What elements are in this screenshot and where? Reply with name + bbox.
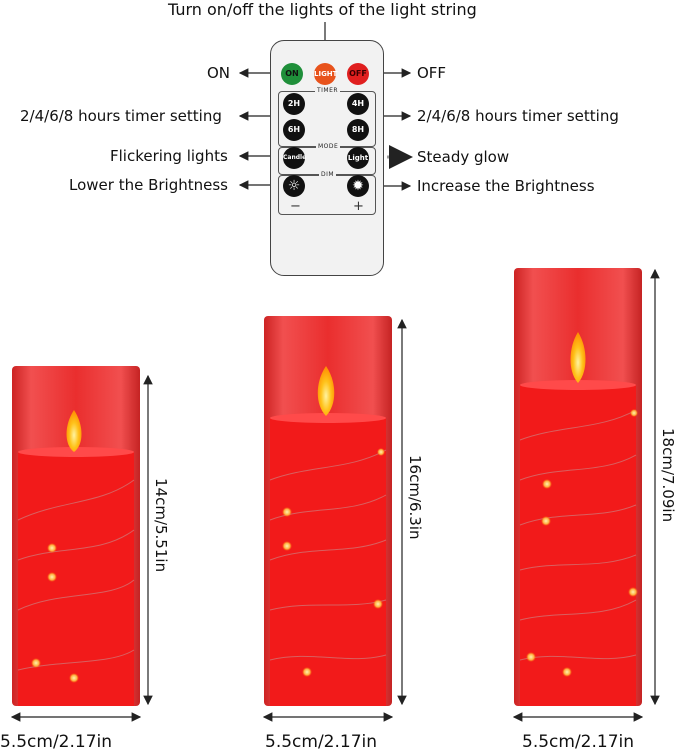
timer-4h-button[interactable]: 4H xyxy=(347,93,369,115)
candle-small-height: 14cm/5.51in xyxy=(152,478,170,573)
light-string-callout: Turn on/off the lights of the light stri… xyxy=(168,0,477,19)
timer-8h-button[interactable]: 8H xyxy=(347,119,369,141)
candle-mode-button[interactable]: Candle xyxy=(283,147,306,169)
minus-symbol: − xyxy=(290,199,301,214)
timer-section-title: TIMER xyxy=(315,87,341,94)
steady-callout: Steady glow xyxy=(417,148,510,166)
timer-callout-right: 2/4/6/8 hours timer setting xyxy=(417,107,619,125)
candle-large-width: 5.5cm/2.17in xyxy=(522,732,635,752)
light-mode-button[interactable]: Light xyxy=(347,147,369,169)
increase-brightness-callout: Increase the Brightness xyxy=(417,177,595,195)
timer-2h-button[interactable]: 2H xyxy=(283,93,305,115)
flicker-callout: Flickering lights xyxy=(110,147,228,165)
brightness-up-icon[interactable]: ✹ xyxy=(347,175,369,197)
mode-section-title: MODE xyxy=(316,143,341,150)
candle-large xyxy=(512,268,660,722)
brightness-down-icon[interactable]: ☼ xyxy=(283,175,305,197)
candle-small xyxy=(10,366,153,722)
plus-symbol: + xyxy=(353,199,364,214)
lower-brightness-callout: Lower the Brightness xyxy=(69,176,228,194)
dim-section-title: DIM xyxy=(319,171,337,178)
candle-large-height: 18cm/7.09in xyxy=(659,428,677,523)
on-callout: ON xyxy=(207,64,231,82)
on-button[interactable]: ON xyxy=(281,63,303,85)
candle-medium-height: 16cm/6.3in xyxy=(406,455,424,540)
light-button[interactable]: LIGHT xyxy=(314,63,337,85)
candle-medium xyxy=(262,316,407,722)
timer-callout-left: 2/4/6/8 hours timer setting xyxy=(20,107,222,125)
off-callout: OFF xyxy=(417,64,447,82)
candle-medium-width: 5.5cm/2.17in xyxy=(265,732,378,752)
remote-control: ON LIGHT OFF TIMER 2H 4H 6H 8H MODE Cand… xyxy=(270,40,384,276)
off-button[interactable]: OFF xyxy=(347,63,369,85)
candle-small-width: 5.5cm/2.17in xyxy=(0,732,113,752)
timer-6h-button[interactable]: 6H xyxy=(283,119,305,141)
